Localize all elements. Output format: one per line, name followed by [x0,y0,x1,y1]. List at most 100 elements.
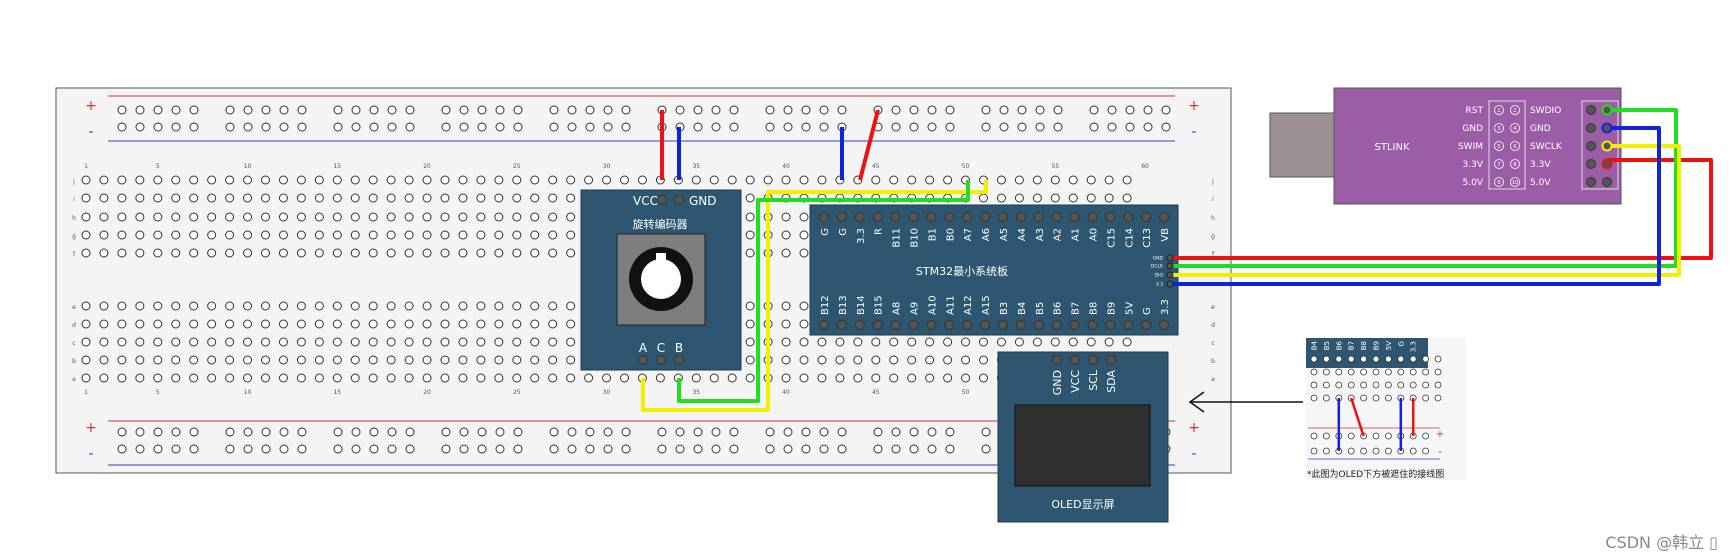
breadboard-hole [207,248,217,258]
breadboard-hole [135,248,145,258]
breadboard-hole [729,122,739,132]
breadboard-hole [153,373,163,383]
breadboard-hole [296,193,306,203]
breadboard-hole [819,427,829,437]
breadboard-hole [566,193,576,203]
breadboard-hole [422,301,432,311]
breadboard-hole [189,122,199,132]
breadboard-hole [981,105,991,115]
breadboard-hole [999,105,1009,115]
breadboard-hole [117,212,127,222]
breadboard-hole [171,248,181,258]
stm32-pin [926,320,937,330]
row-letter: f [73,251,76,258]
breadboard-hole [889,373,899,383]
column-number: 1 [84,163,88,170]
stlink-pin-number: 9 [1497,180,1500,186]
breadboard-hole [207,337,217,347]
stm32-pin [944,212,955,222]
breadboard-hole [404,301,414,311]
breadboard-hole [602,175,612,185]
inset-minus-label: - [1438,447,1442,458]
breadboard-hole [801,427,811,437]
breadboard-hole [189,355,199,365]
breadboard-hole [566,301,576,311]
breadboard-hole [1053,105,1063,115]
breadboard-hole [351,122,361,132]
stm32-pin [1069,212,1080,222]
breadboard-hole [494,230,504,240]
encoder-shaft-key [656,253,666,265]
breadboard-hole [783,105,793,115]
stm32-pin [854,320,865,330]
stm32-pin [926,212,937,222]
breadboard-hole [621,427,631,437]
breadboard-hole [278,248,288,258]
breadboard-hole [691,175,701,185]
breadboard-hole [745,212,755,222]
breadboard-hole [512,373,522,383]
stm32-pin-label: A12 [963,295,974,315]
breadboard-hole [135,427,145,437]
breadboard-hole [799,230,809,240]
breadboard-hole [153,301,163,311]
breadboard-hole [386,373,396,383]
breadboard-hole [548,248,558,258]
breadboard-hole [817,355,827,365]
breadboard-hole [1107,122,1117,132]
stm32-pin-label: B12 [820,295,831,315]
breadboard-hole [1068,193,1078,203]
breadboard-hole [368,175,378,185]
breadboard-hole [225,444,235,454]
breadboard-hole [153,230,163,240]
stm32-pin-label: A0 [1089,228,1100,241]
column-number: 30 [603,163,611,170]
row-letter: j [1211,178,1214,185]
breadboard-hole [368,230,378,240]
breadboard-hole [171,230,181,240]
breadboard-hole [603,105,613,115]
rail-minus-label: - [1191,124,1196,140]
breadboard-rails [108,95,1175,466]
breadboard-hole [153,319,163,329]
breadboard-hole [781,355,791,365]
breadboard-hole [189,373,199,383]
breadboard-hole [835,373,845,383]
breadboard-hole [909,105,919,115]
breadboard-hole [171,373,181,383]
breadboard-hole [207,301,217,311]
breadboard-hole [440,337,450,347]
breadboard-hole [494,175,504,185]
breadboard-hole [781,175,791,185]
breadboard-hole [440,230,450,240]
breadboard-hole [171,355,181,365]
breadboard-hole [99,337,109,347]
breadboard-hole [81,301,91,311]
breadboard-hole [996,175,1006,185]
breadboard-hole [153,444,163,454]
breadboard-hole [1014,175,1024,185]
column-number: 5 [156,389,160,396]
breadboard-hole [350,319,360,329]
breadboard-hole [584,373,594,383]
breadboard-hole [386,193,396,203]
breadboard-hole [297,122,307,132]
stlink-header-pin [1586,123,1596,133]
stm32-pin [836,320,847,330]
breadboard-hole [440,212,450,222]
breadboard-hole [765,444,775,454]
breadboard-hole [1017,105,1027,115]
breadboard-hole [781,248,791,258]
stm32-pin-label: 5V [1124,302,1135,315]
breadboard-hole [945,105,955,115]
breadboard-hole [225,337,235,347]
breadboard-hole [585,427,595,437]
row-letter: d [1211,322,1215,329]
breadboard-hole [837,105,847,115]
inset-plus-label: + [1436,429,1444,440]
breadboard-hole [261,122,271,132]
breadboard-hole [729,444,739,454]
breadboard-hole [332,175,342,185]
breadboard-hole [799,355,809,365]
stm32-swd-label: DCLK [1151,264,1164,270]
